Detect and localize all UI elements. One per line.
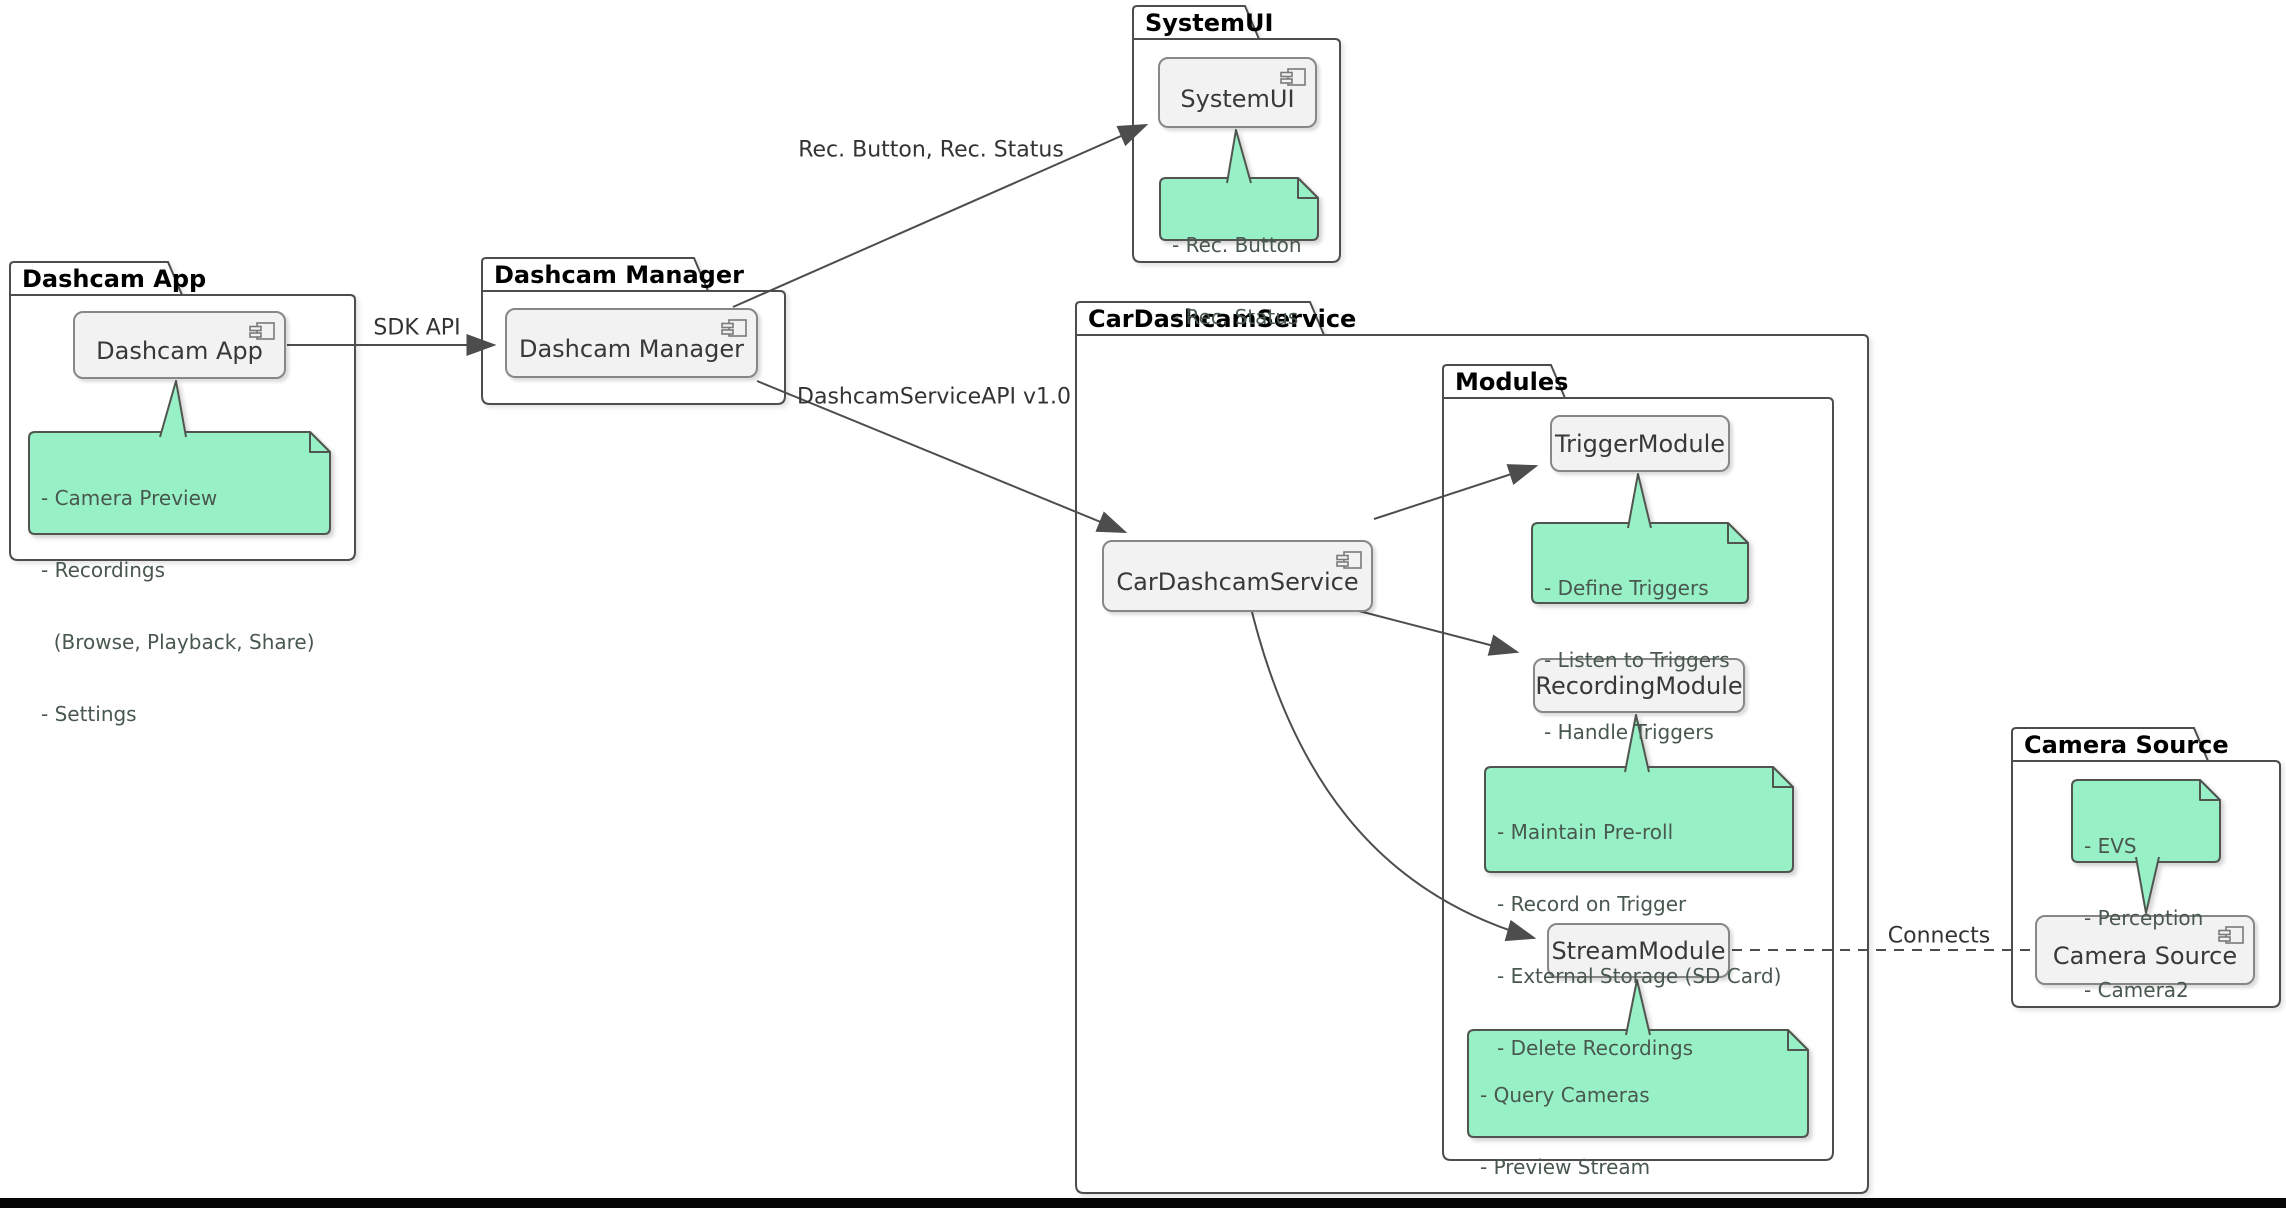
- edge-service-to-recording: [1358, 610, 1520, 656]
- package-title-systemui: SystemUI: [1145, 9, 1274, 37]
- component-camera-source: Camera Source: [2035, 915, 2255, 985]
- component-car-dashcam-service: CarDashcamService: [1102, 540, 1373, 612]
- component-label: SystemUI: [1180, 84, 1295, 113]
- note-camera-source: [2071, 779, 2221, 914]
- note-text-dashcam-app: - Camera Preview - Recordings (Browse, P…: [41, 438, 315, 774]
- package-title-dashcam-app: Dashcam App: [22, 265, 207, 293]
- component-systemui: SystemUI: [1158, 57, 1317, 128]
- component-label: CarDashcamService: [1116, 568, 1359, 596]
- note-line: - EVS: [2084, 834, 2137, 858]
- component-label: StreamModule: [1551, 936, 1726, 965]
- note-line: - Delete Recordings: [1497, 1036, 1694, 1060]
- note-line: - Handle Triggers: [1544, 720, 1714, 744]
- note-line: - Rec. Status: [1172, 305, 1299, 329]
- note-line: - Camera2: [2084, 978, 2189, 1002]
- note-line: - Define Triggers: [1544, 576, 1709, 600]
- component-icon: [1278, 66, 1308, 96]
- component-stream-module: StreamModule: [1547, 923, 1730, 978]
- component-recording-module: RecordingModule: [1533, 658, 1745, 713]
- note-systemui: [1159, 129, 1319, 241]
- edge-dashcam-service-api: [756, 380, 1128, 533]
- component-icon: [719, 317, 749, 347]
- component-trigger-module: TriggerModule: [1550, 415, 1730, 472]
- edge-label-connects: Connects: [1887, 923, 1991, 949]
- component-dashcam-app: Dashcam App: [73, 311, 286, 379]
- component-label: Dashcam Manager: [518, 335, 744, 363]
- package-title-dashcam-manager: Dashcam Manager: [494, 261, 744, 289]
- note-line: - Listen to Triggers: [1544, 648, 1730, 672]
- component-icon: [247, 320, 277, 350]
- note-text-recording-module: - Maintain Pre-roll - Record on Trigger …: [1497, 772, 1781, 1108]
- note-line: - Recordings: [41, 558, 166, 582]
- note-tail: [2135, 856, 2160, 914]
- note-text-systemui: - Rec. Button - Rec. Status: [1172, 185, 1302, 377]
- note-tail: [159, 380, 187, 438]
- component-label: TriggerModule: [1554, 429, 1726, 458]
- component-icon: [1334, 549, 1364, 579]
- component-icon: [2216, 924, 2246, 954]
- edge-label-rec-button-status: Rec. Button, Rec. Status: [798, 137, 1064, 163]
- package-title-car-dashcam-service: CarDashcamService: [1088, 305, 1357, 333]
- note-text-stream-module: - Query Cameras - Preview Stream - Snaps…: [1480, 1035, 1800, 1208]
- edge-label-sdk-api: SDK API: [373, 315, 461, 341]
- note-text-camera-source: - EVS - Perception - Camera2: [2084, 786, 2203, 1050]
- note-line: - Perception: [2084, 906, 2204, 930]
- component-label: Camera Source: [2052, 942, 2238, 970]
- note-line: - Record on Trigger: [1497, 892, 1687, 916]
- package-title-modules: Modules: [1455, 368, 1569, 396]
- note-tail: [1226, 129, 1252, 184]
- package-title-camera-source: Camera Source: [2024, 731, 2229, 759]
- edge-service-to-trigger: [1373, 464, 1539, 520]
- note-trigger-module: [1531, 473, 1749, 604]
- component-label: RecordingModule: [1535, 671, 1743, 700]
- note-line: - Camera Preview: [41, 486, 218, 510]
- note-line: - Preview Stream: [1480, 1155, 1651, 1179]
- note-recording-module: [1484, 714, 1794, 873]
- note-line: - Query Cameras: [1480, 1083, 1650, 1107]
- edge-label-dashcam-service-api: DashcamServiceAPI v1.0: [797, 384, 1071, 410]
- bottom-black-bar: [0, 1198, 2286, 1208]
- note-line: (Browse, Playback, Share): [41, 630, 315, 654]
- edge-service-to-stream: [1251, 611, 1537, 942]
- note-dashcam-app: [28, 380, 331, 535]
- note-text-trigger-module: - Define Triggers - Listen to Triggers -…: [1544, 528, 1730, 792]
- edge-rec-button-status: [732, 123, 1149, 308]
- note-line: - Settings: [41, 702, 137, 726]
- component-dashcam-manager: Dashcam Manager: [505, 308, 758, 378]
- component-label: Dashcam App: [96, 337, 263, 365]
- note-line: - Maintain Pre-roll: [1497, 820, 1674, 844]
- note-line: - External Storage (SD Card): [1497, 964, 1782, 988]
- note-stream-module: [1467, 979, 1809, 1138]
- note-tail: [1627, 473, 1652, 529]
- note-tail: [1625, 979, 1651, 1036]
- note-line: - Rec. Button: [1172, 233, 1302, 257]
- note-tail: [1624, 714, 1650, 773]
